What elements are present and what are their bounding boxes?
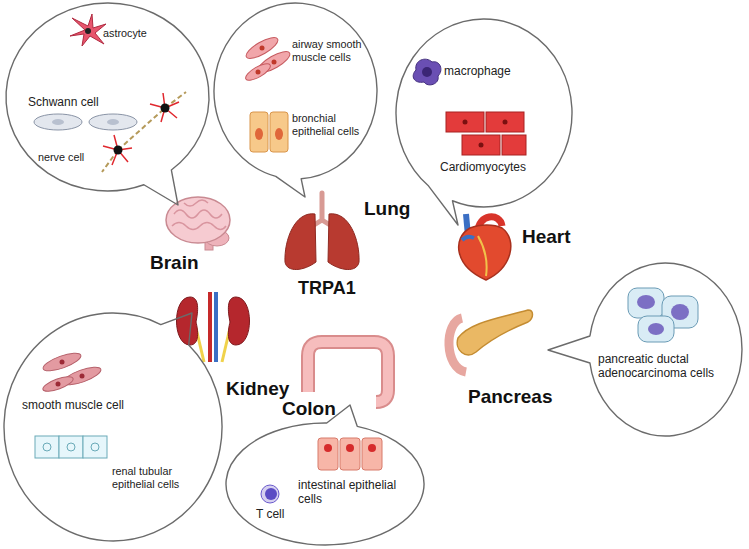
t-cell-icon bbox=[261, 485, 279, 503]
organ-label: Lung bbox=[364, 198, 410, 220]
callout-bubble: astrocyteSchwann cell nerve cell bbox=[5, 2, 210, 192]
bubble-outline-path bbox=[4, 313, 222, 541]
pancreas-organ bbox=[449, 310, 533, 372]
colon-organ bbox=[308, 342, 388, 402]
brain-organ bbox=[166, 197, 230, 250]
bronchial-epithelial-icon bbox=[250, 112, 288, 152]
callout-bubble: pancreatic ductal adenocarcinoma cells bbox=[588, 262, 743, 437]
callout-bubble: smooth muscle cell renal tubular epitheli… bbox=[3, 312, 223, 542]
callout-bubble: intestinal epithelial cellsT cell bbox=[225, 422, 425, 546]
cell-label: nerve cell bbox=[38, 151, 100, 164]
airway-smooth-muscle-icon bbox=[243, 34, 292, 84]
cell-label: intestinal epithelial cells bbox=[298, 478, 398, 507]
bubble-outline bbox=[588, 262, 743, 437]
organ-label: Brain bbox=[150, 252, 199, 274]
cell-label: airway smooth muscle cells bbox=[292, 38, 362, 64]
organ-label: TRPA1 bbox=[298, 278, 356, 299]
bubble-outline-path bbox=[226, 405, 424, 545]
schwann-cell-icon bbox=[34, 114, 137, 130]
bubble-outline-path bbox=[548, 263, 742, 436]
organ-label: Kidney bbox=[226, 378, 289, 400]
macrophage-icon bbox=[413, 59, 441, 85]
cell-label: bronchial epithelial cells bbox=[292, 112, 362, 138]
kidney-organ bbox=[177, 292, 250, 362]
cell-label: astrocyte bbox=[103, 27, 183, 40]
bubble-outline bbox=[213, 2, 378, 180]
pdac-cell-icon bbox=[628, 288, 698, 342]
organ-label: Heart bbox=[522, 226, 571, 248]
organ-label: Colon bbox=[282, 398, 336, 420]
bubble-outline bbox=[3, 312, 223, 542]
cell-label: smooth muscle cell bbox=[22, 398, 142, 412]
kidney-smooth-muscle-icon bbox=[41, 350, 103, 395]
bubble-outline-path bbox=[214, 3, 377, 197]
cell-label: macrophage bbox=[444, 64, 534, 78]
cell-label: Cardiomyocytes bbox=[440, 160, 540, 174]
cell-label: renal tubular epithelial cells bbox=[112, 465, 204, 491]
heart-organ bbox=[459, 214, 511, 280]
nerve-cell-icon bbox=[102, 92, 186, 172]
renal-tubular-icon bbox=[35, 436, 107, 458]
bubble-outline bbox=[395, 18, 573, 208]
astrocyte-icon bbox=[70, 14, 106, 46]
bubble-outline-path bbox=[6, 3, 209, 205]
callout-bubble: macrophageCardiomyocytes bbox=[395, 18, 573, 208]
cell-label: T cell bbox=[256, 507, 306, 521]
lung-organ bbox=[285, 193, 359, 270]
bubble-outline-path bbox=[396, 19, 572, 225]
organ-label: Pancreas bbox=[468, 386, 553, 408]
cell-label: Schwann cell bbox=[28, 95, 123, 109]
cell-label: pancreatic ductal adenocarcinoma cells bbox=[598, 352, 733, 381]
cardiomyocyte-icon bbox=[446, 112, 526, 155]
callout-bubble: airway smooth muscle cells bronchial epit… bbox=[213, 2, 378, 180]
intestinal-epithelial-icon bbox=[318, 438, 382, 470]
